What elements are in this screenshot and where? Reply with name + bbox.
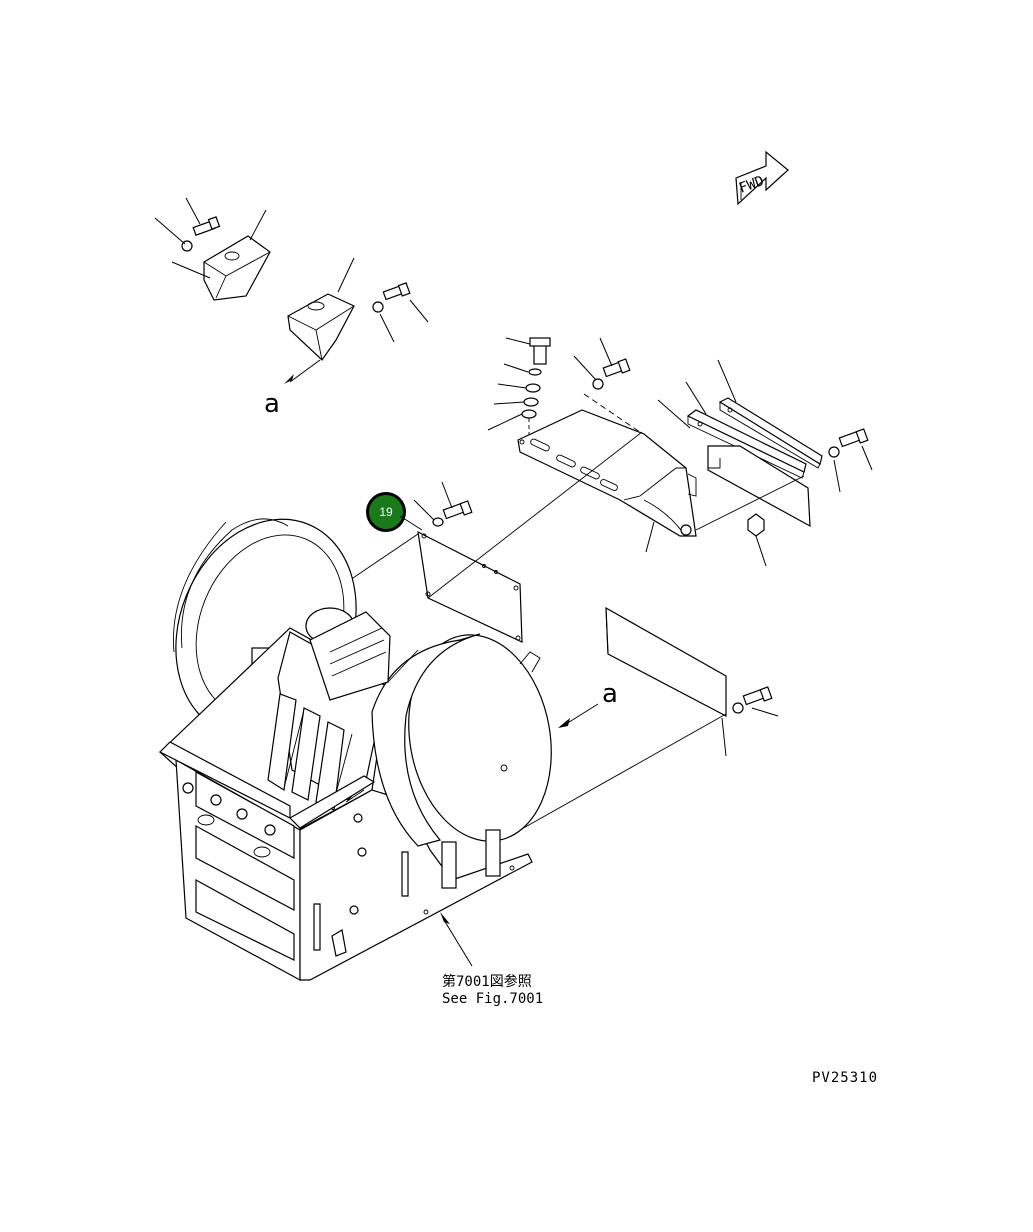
belt-cover-upper-plate	[517, 337, 697, 553]
drawing-id: PV25310	[812, 1070, 878, 1086]
view-letter-top: a	[264, 389, 280, 419]
callout-number: 19	[379, 505, 393, 519]
reference-text-japanese: 第7001図参照	[442, 973, 532, 990]
forward-direction-marker: FWD	[735, 150, 789, 206]
reference-text-english: See Fig.7001	[442, 991, 543, 1007]
bolt-washer-center	[399, 481, 473, 531]
view-arrow-right	[558, 703, 599, 728]
side-bracket-right	[657, 359, 873, 567]
jaw-crusher-assembly	[158, 518, 552, 982]
cover-plate-center	[349, 431, 643, 643]
reference-leader	[440, 912, 473, 967]
cover-bracket-upper-left	[154, 197, 271, 301]
part-callout-19[interactable]: 19	[366, 492, 406, 532]
callout-fill	[369, 495, 403, 529]
cover-plate-right	[519, 606, 779, 831]
view-letter-right: a	[602, 679, 618, 709]
cover-bracket-middle-left	[284, 257, 429, 384]
bolt-washer-stack	[487, 337, 551, 440]
